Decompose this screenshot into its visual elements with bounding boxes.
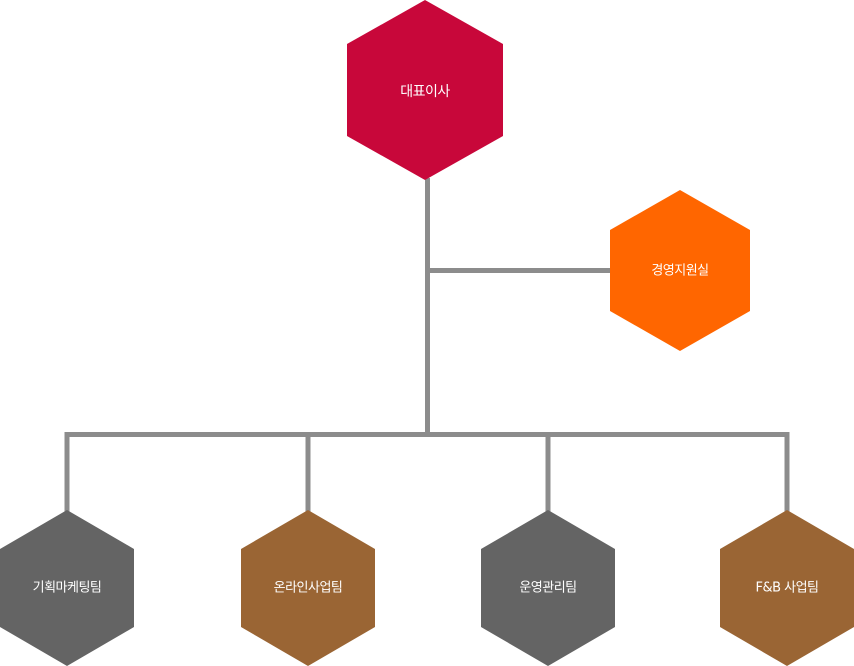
- node-label: 운영관리팀: [519, 581, 576, 596]
- node-team[interactable]: 온라인사업팀: [241, 510, 375, 666]
- node-ceo[interactable]: 대표이사: [347, 0, 503, 180]
- node-label: F&B 사업팀: [755, 581, 818, 596]
- hexagon-shape: [610, 190, 750, 351]
- node-label: 기획마케팅팀: [33, 581, 102, 596]
- node-team[interactable]: F&B 사업팀: [720, 510, 854, 666]
- node-label: 대표이사: [400, 84, 450, 100]
- hexagon-shape: [720, 510, 854, 666]
- node-management-support[interactable]: 경영지원실: [610, 190, 750, 351]
- connectors: [64, 178, 790, 514]
- hexagon-shape: [0, 510, 134, 666]
- hexagon-shape: [241, 510, 375, 666]
- hexagon-shape: [481, 510, 615, 666]
- node-label: 경영지원실: [651, 264, 708, 279]
- node-team[interactable]: 기획마케팅팀: [0, 510, 134, 666]
- node-label: 온라인사업팀: [274, 581, 343, 596]
- hexagon-shape: [347, 0, 503, 180]
- node-team[interactable]: 운영관리팀: [481, 510, 615, 666]
